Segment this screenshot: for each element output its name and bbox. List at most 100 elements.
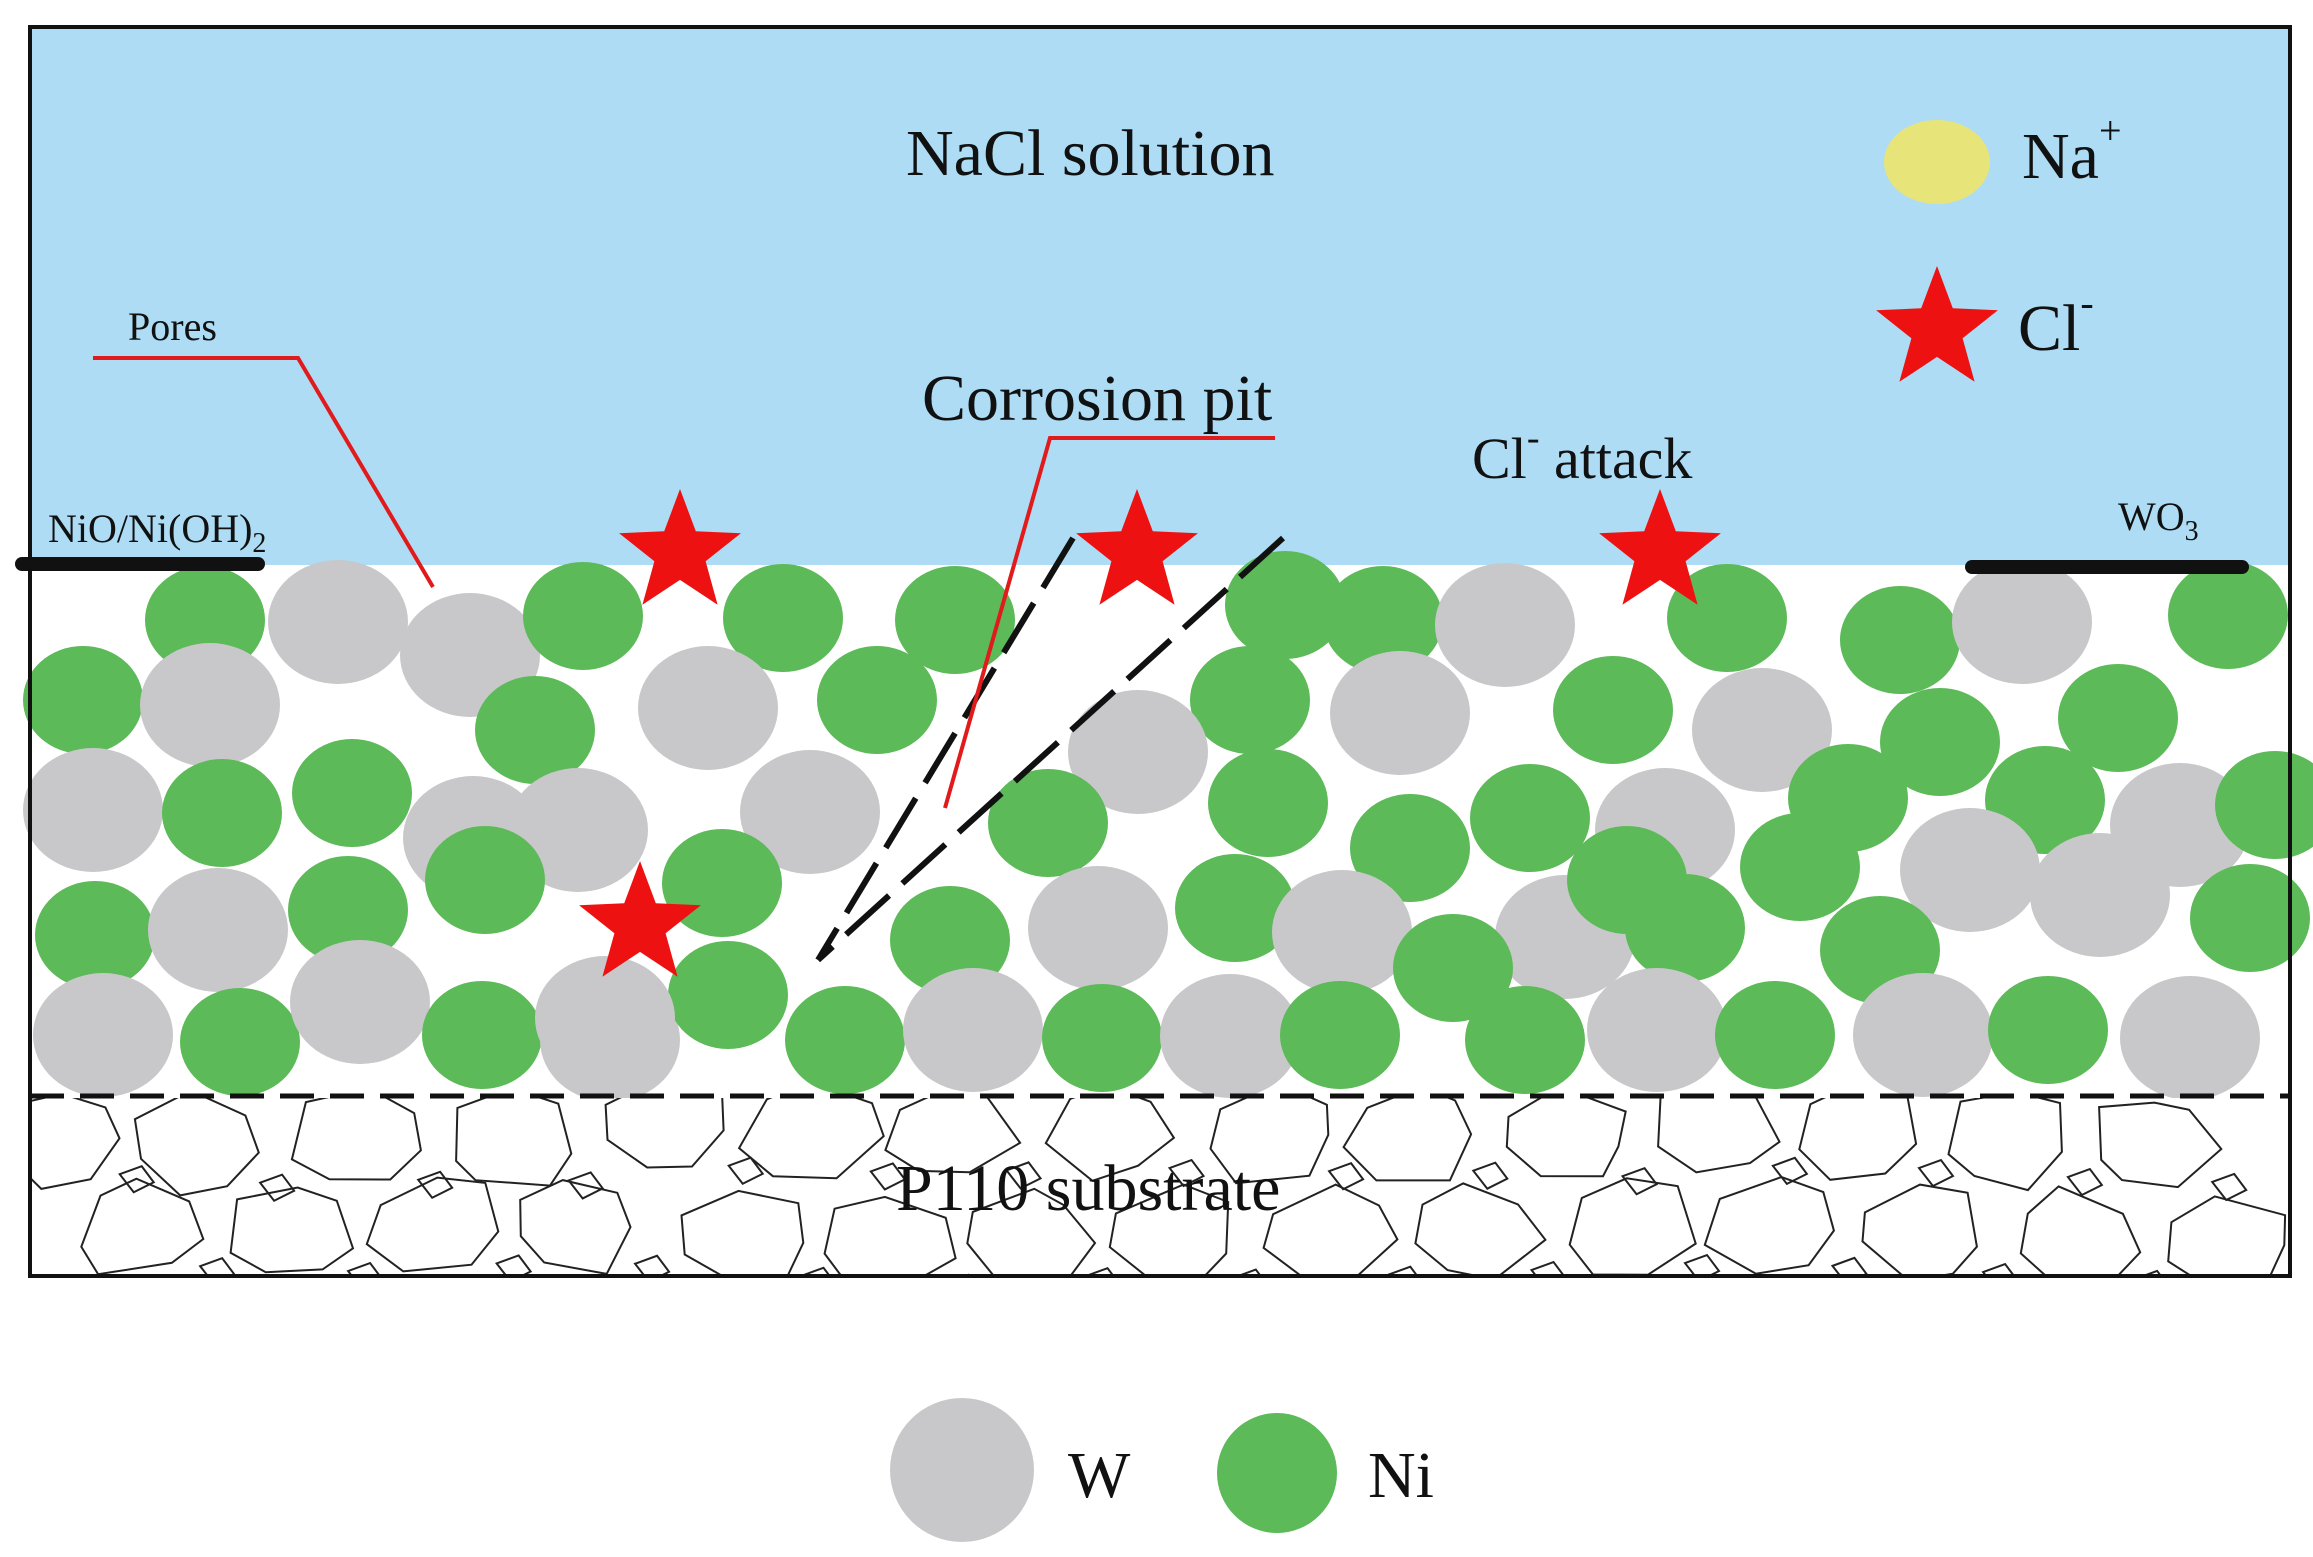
w-particle: [1160, 974, 1300, 1098]
ni-legend-label: Ni: [1368, 1439, 1434, 1512]
ni-particle: [2190, 864, 2310, 972]
substrate-grain: [2019, 1185, 2142, 1276]
substrate-grain: [1620, 1167, 1659, 1196]
w-particle: [2030, 833, 2170, 957]
ni-particle: [1042, 984, 1162, 1092]
ni-particle: [1715, 981, 1835, 1089]
w-legend-marker: [890, 1398, 1034, 1542]
nio-film-label: NiO/Ni(OH)2: [48, 506, 266, 559]
w-particle: [535, 956, 675, 1080]
ni-particle: [162, 759, 282, 867]
ni-particle: [1323, 566, 1443, 674]
substrate-grains: [30, 1098, 2313, 1301]
w-particle: [1587, 968, 1727, 1092]
substrate-grain: [416, 1170, 454, 1200]
cl-ion: [579, 861, 701, 977]
substrate-grain: [737, 1098, 885, 1180]
substrate-grain: [455, 1098, 573, 1187]
substrate-grain: [1262, 1183, 1399, 1276]
substrate-grain: [1327, 1162, 1365, 1191]
substrate-grain: [258, 1173, 296, 1202]
chloride-ions: [579, 489, 1721, 977]
substrate-grain: [1947, 1098, 2063, 1192]
ni-particle: [668, 941, 788, 1049]
substrate-label: P110 substrate: [896, 1152, 1280, 1225]
ni-particle: [145, 566, 265, 674]
w-particle: [2120, 976, 2260, 1100]
w-particle: [1692, 668, 1832, 792]
ni-particle: [785, 986, 905, 1094]
substrate-grain: [133, 1098, 260, 1197]
substrate-grain: [1657, 1098, 1781, 1174]
substrate-grain: [1386, 1265, 1419, 1276]
substrate-grain: [799, 1266, 831, 1276]
substrate-grain: [2210, 1172, 2248, 1202]
nacl-solution-label: NaCl solution: [906, 117, 1275, 190]
substrate-grain: [1083, 1266, 1115, 1276]
ni-particle: [1625, 874, 1745, 982]
ni-particle: [1393, 914, 1513, 1022]
corrosion-pit-leader-line: [943, 436, 1275, 809]
cl-ion-label: Cl-: [2018, 280, 2094, 365]
ni-particle: [422, 981, 542, 1089]
diagram-frame: [28, 25, 2292, 1278]
ni-particle: [890, 886, 1010, 994]
substrate-grain: [962, 1273, 971, 1276]
substrate-grain: [1209, 1098, 1330, 1185]
substrate-grain: [2066, 1167, 2104, 1197]
ni-particle: [2058, 664, 2178, 772]
w-particle: [1853, 973, 1993, 1097]
substrate-grain: [1529, 1260, 1566, 1276]
ni-particle: [23, 646, 143, 754]
ni-particle: [1175, 854, 1295, 962]
ni-particle: [1840, 586, 1960, 694]
cl-ion: [619, 489, 741, 605]
substrate-grain: [1044, 1098, 1176, 1182]
cl-ion-legend-marker: [1876, 266, 1998, 382]
substrate-grain: [1981, 1262, 2016, 1276]
w-particle: [1330, 651, 1470, 775]
ni-particle: [988, 769, 1108, 877]
ni-particle: [292, 739, 412, 847]
ni-particle: [1470, 764, 1590, 872]
substrate-grain: [1108, 1183, 1230, 1276]
substrate-grain: [1917, 1158, 1955, 1188]
substrate-grain: [1471, 1161, 1509, 1190]
substrate-grain: [966, 1187, 1097, 1276]
ni-particle: [1280, 981, 1400, 1089]
substrate-grain: [869, 1162, 907, 1191]
w-particle: [290, 940, 430, 1064]
cl-ion: [1599, 489, 1721, 605]
corrosion-pit-wedge: [815, 535, 1286, 963]
w-particle: [140, 643, 280, 767]
substrate-grain: [884, 1098, 1022, 1174]
ni-particle: [425, 826, 545, 934]
ni-particle: [1225, 551, 1345, 659]
ni-particle: [817, 646, 937, 754]
ni-particle: [1208, 749, 1328, 857]
substrate-grain: [1004, 1161, 1043, 1190]
substrate-grain: [2289, 1275, 2313, 1301]
cl-ion: [1076, 489, 1198, 605]
substrate-grain: [1235, 1268, 1262, 1276]
w-particle: [903, 968, 1043, 1092]
substrate-grain: [680, 1189, 805, 1276]
substrate-grain: [1167, 1158, 1206, 1188]
wo3-film-label: WO3: [2118, 494, 2199, 547]
corrosion-pit-label: Corrosion pit: [922, 362, 1272, 435]
w-particle: [508, 768, 648, 892]
substrate-grain: [1830, 1256, 1868, 1276]
substrate-grain: [30, 1098, 121, 1190]
substrate-grain: [519, 1179, 632, 1276]
w-particle: [1900, 808, 2040, 932]
substrate-grain: [365, 1176, 500, 1273]
cl-attack-label: Cl- attack: [1472, 417, 1692, 491]
substrate-grain: [1798, 1098, 1918, 1181]
w-particle: [268, 560, 408, 684]
ni-particle: [723, 564, 843, 672]
ni-particle: [475, 676, 595, 784]
substrate-grain: [2098, 1101, 2223, 1189]
ni-particle: [1465, 986, 1585, 1094]
w-particle: [638, 646, 778, 770]
